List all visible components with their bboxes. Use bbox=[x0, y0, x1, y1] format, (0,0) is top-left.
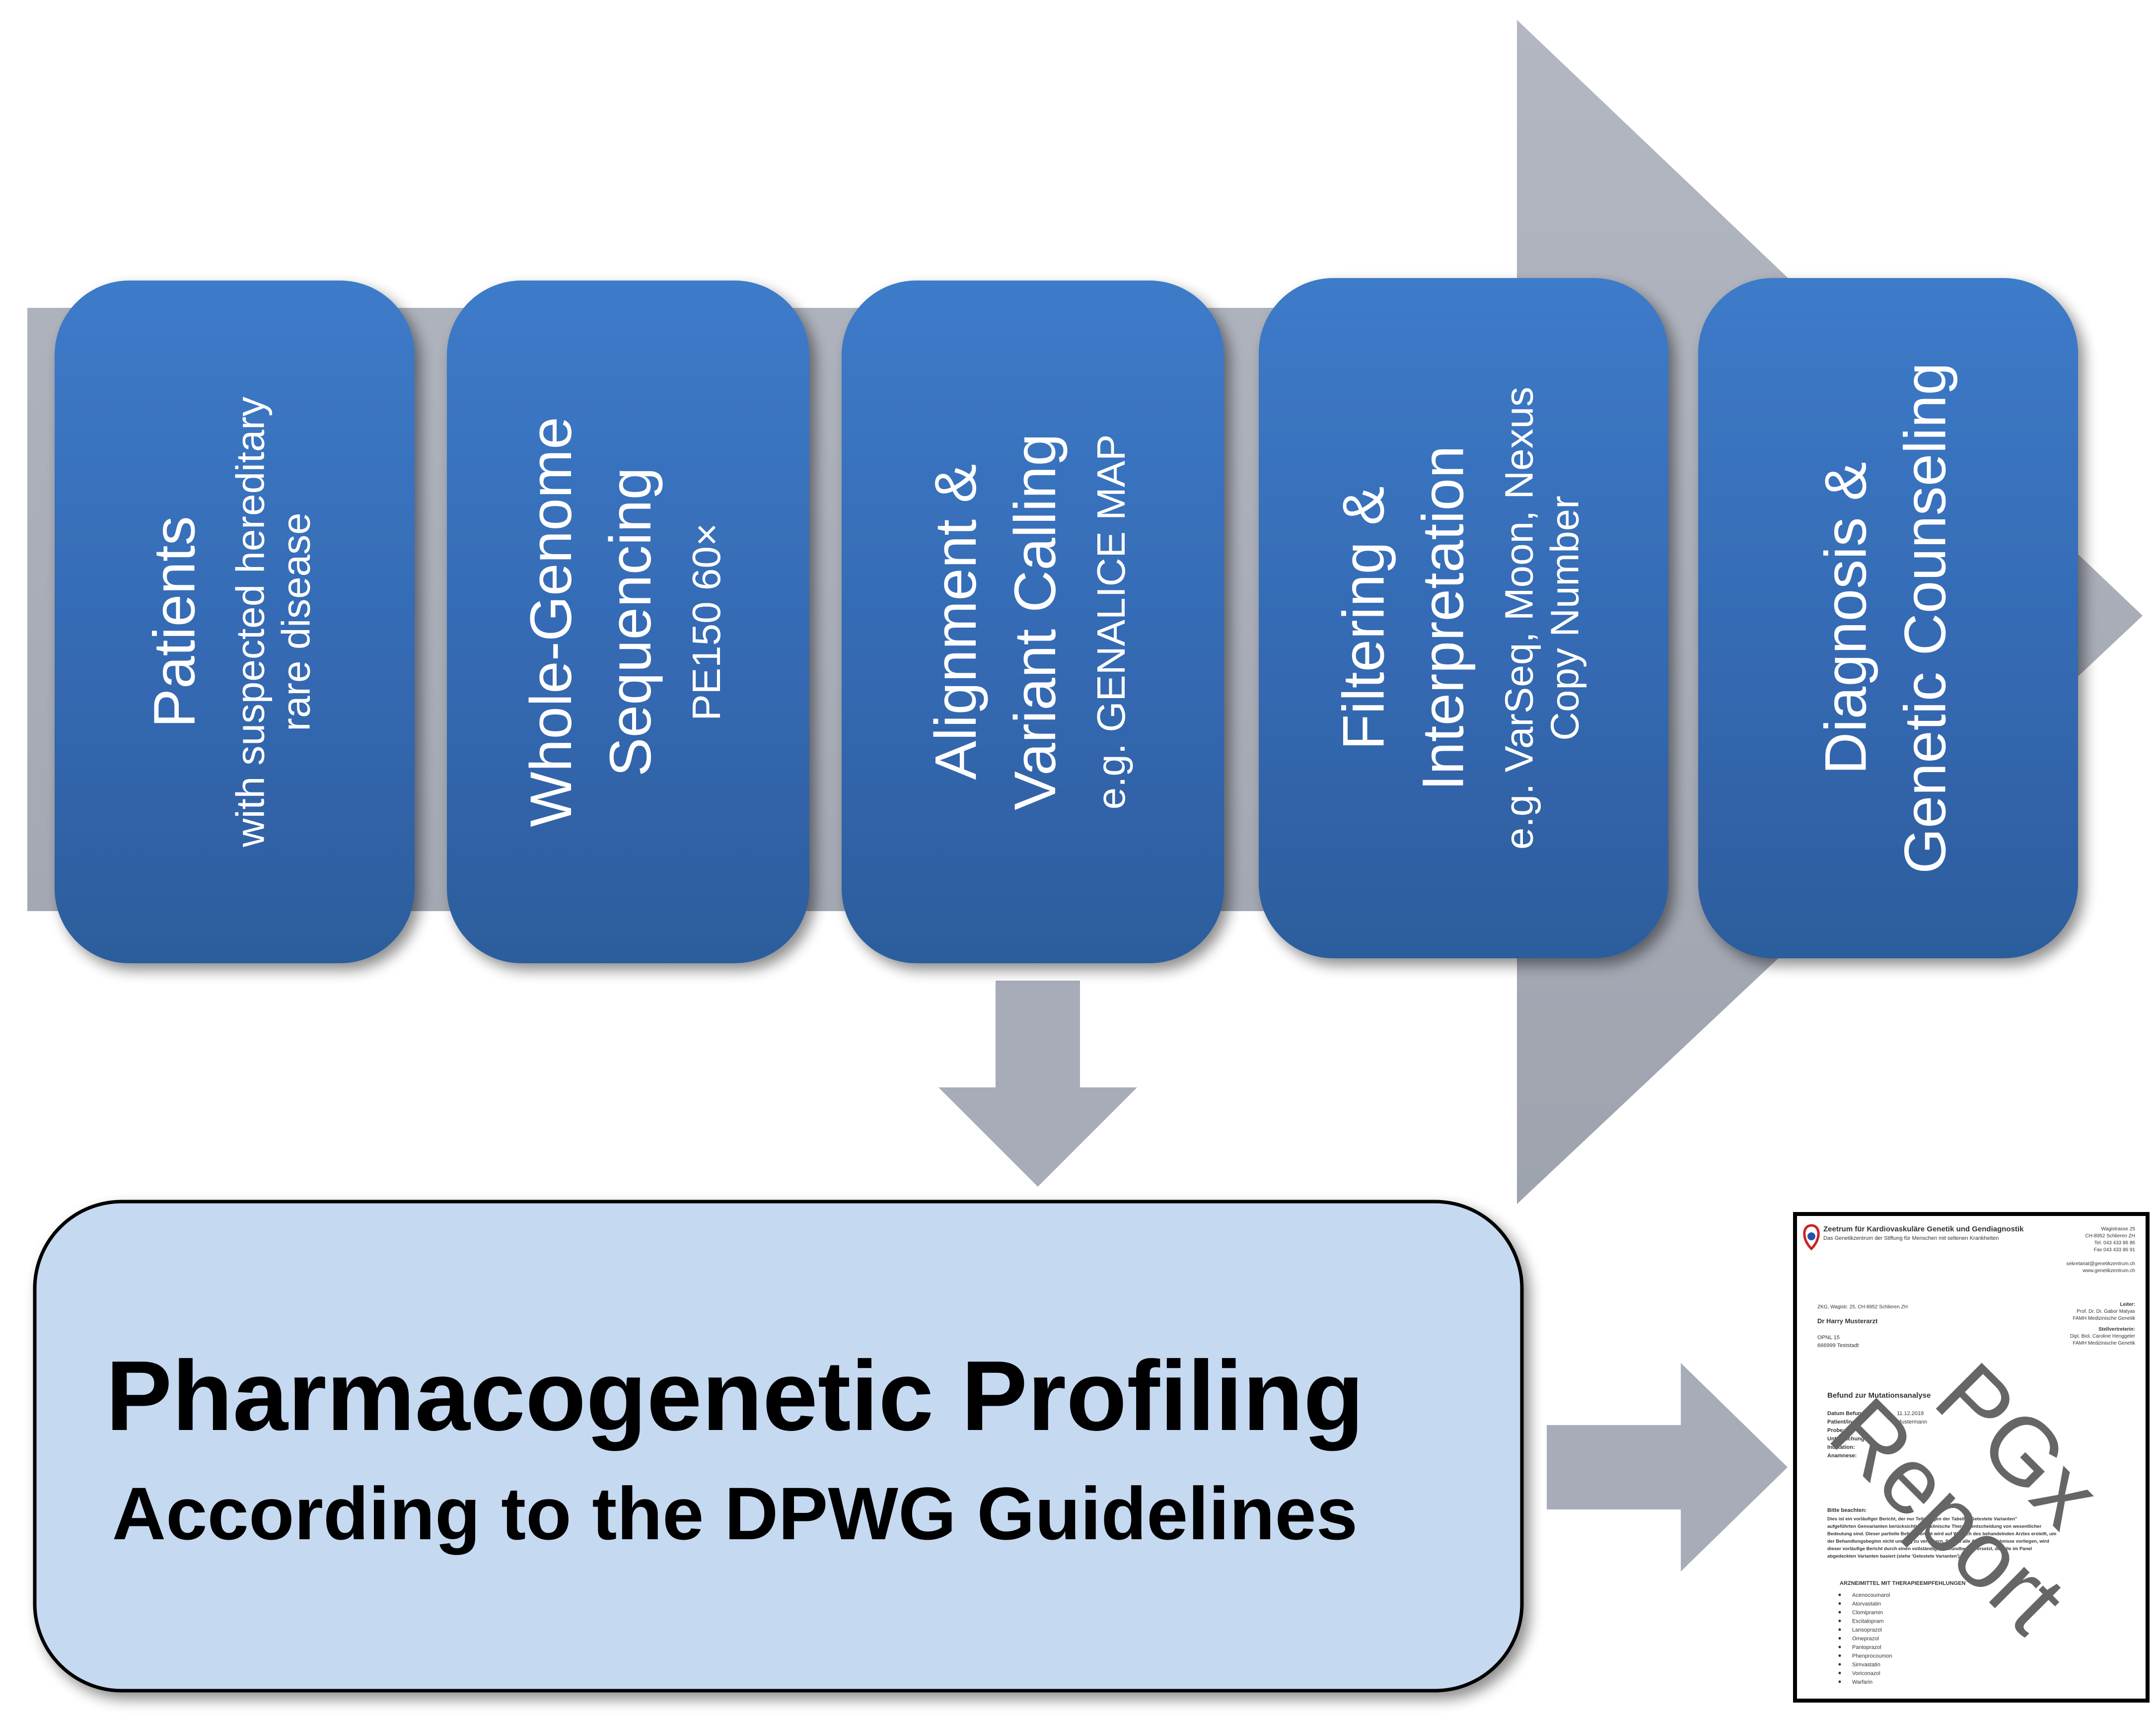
report-bullet bbox=[1838, 1602, 1841, 1605]
report-note-line: abgedeckten Varianten basiert (siehe 'Ge… bbox=[1827, 1554, 1961, 1559]
report-bullet bbox=[1838, 1680, 1841, 1683]
report-staff-line: Stellvertreterin: bbox=[2098, 1327, 2135, 1332]
report-bullet bbox=[1838, 1672, 1841, 1674]
pgx-subtitle: According to the DPWG Guidelines bbox=[112, 1472, 1358, 1555]
report-address-line: Wagistrasse 25 bbox=[2101, 1226, 2135, 1232]
report-staff-line: FAMH Medizinische Genetik bbox=[2073, 1341, 2136, 1346]
pgx-report-thumbnail: Zeetrum für Kardiovaskuläre Genetik und … bbox=[1793, 1212, 2150, 1703]
report-drug-item: Acenocoumarol bbox=[1852, 1592, 1890, 1598]
pgx-title: Pharmacogenetic Profiling bbox=[106, 1341, 1364, 1451]
step-title: Whole-Genome bbox=[518, 417, 584, 827]
report-address-line: www.genetikzentrum.ch bbox=[2082, 1268, 2135, 1274]
report-org-sub: Das Genetikzentrum der Stiftung für Mens… bbox=[1823, 1235, 1999, 1241]
step-title: Diagnosis & bbox=[1813, 462, 1879, 775]
pgx-profiling-box bbox=[33, 1200, 1524, 1693]
report-field-label: Probe: bbox=[1827, 1428, 1845, 1433]
report-field-value: 11.12.2018 bbox=[1897, 1411, 1924, 1417]
step-label-group: Diagnosis &Genetic Counseling bbox=[1813, 362, 1958, 874]
report-field-label: Indikation: bbox=[1827, 1444, 1855, 1450]
report-bullet bbox=[1838, 1663, 1841, 1666]
report-field-label: Untersuchung: bbox=[1827, 1436, 1866, 1442]
step-detail: e.g. VarSeq, Moon, Nexus bbox=[1497, 387, 1541, 850]
step-title: Interpretation bbox=[1411, 445, 1476, 790]
report-drugs-title: ARZNEIMITTEL MIT THERAPIEEMPFEHLUNGEN bbox=[1840, 1580, 1965, 1586]
step-box-shape bbox=[55, 281, 415, 963]
report-staff-line: FAMH Medizinische Genetik bbox=[2073, 1316, 2136, 1321]
report-field-label: Anamnese: bbox=[1827, 1453, 1857, 1459]
report-staff-line: Prof. Dr. Dr. Gabor Matyas bbox=[2077, 1309, 2135, 1314]
down-arrow bbox=[938, 981, 1137, 1187]
report-address-line: CH-8952 Schlieren ZH bbox=[2085, 1233, 2135, 1239]
report-drug-item: Warfarin bbox=[1852, 1679, 1872, 1685]
report-address-line: Tel. 043 433 86 86 bbox=[2094, 1240, 2136, 1246]
step-box-shape bbox=[1259, 278, 1668, 958]
report-sender-line: ZKG, Wagistr. 25, CH-8952 Schlieren ZH bbox=[1817, 1304, 1908, 1310]
report-drug-item: Omeprazol bbox=[1852, 1636, 1879, 1642]
report-field-label: Patient/in: bbox=[1827, 1419, 1854, 1425]
step-box-shape bbox=[447, 281, 809, 963]
step-title: Sequencing bbox=[598, 467, 663, 777]
report-drug-item: Lansoprazol bbox=[1852, 1627, 1882, 1633]
report-note-line: Bedeutung sind. Dieser partielle Befundb… bbox=[1827, 1531, 2056, 1537]
report-address-line: sekretariat@genetikzentrum.ch bbox=[2066, 1261, 2135, 1267]
report-bullet bbox=[1838, 1637, 1841, 1640]
report-recipient-line: 666999 Teststadt bbox=[1817, 1343, 1859, 1349]
report-note-line: dieser vorläufige Bericht durch einen vo… bbox=[1827, 1546, 2032, 1552]
step-box-shape bbox=[1698, 278, 2078, 958]
report-drug-item: Escitalopram bbox=[1852, 1619, 1884, 1625]
step-box-5: Diagnosis &Genetic Counseling bbox=[1698, 278, 2078, 958]
report-recipient-line: OPNL 15 bbox=[1817, 1335, 1840, 1341]
report-recipient-line: Dr Harry Musterarzt bbox=[1817, 1317, 1878, 1325]
report-bullet bbox=[1838, 1628, 1841, 1631]
step-detail: with suspected hereditary bbox=[228, 397, 273, 848]
step-box-3: Alignment &Variant Calling e.g. GENALICE … bbox=[842, 281, 1224, 963]
step-title: Patients bbox=[142, 516, 208, 727]
step-title: Filtering & bbox=[1331, 486, 1397, 750]
step-box-4: Filtering &Interpretation e.g. VarSeq, Mo… bbox=[1259, 278, 1668, 958]
report-bullet bbox=[1838, 1593, 1841, 1596]
step-box-shape bbox=[842, 281, 1224, 963]
report-logo-icon bbox=[1803, 1224, 1820, 1251]
report-drug-item: Simvastatin bbox=[1852, 1662, 1880, 1668]
step-detail: e.g. GENALICE MAP bbox=[1089, 434, 1133, 810]
report-staff-line: Dipl. Biol. Caroline Henggeler bbox=[2070, 1334, 2136, 1339]
report-drug-item: Clomipramin bbox=[1852, 1610, 1883, 1616]
step-label-group: Alignment &Variant Calling e.g. GENALICE … bbox=[923, 433, 1133, 810]
report-drug-item: Atorvastatin bbox=[1852, 1601, 1881, 1607]
report-bullet bbox=[1838, 1611, 1841, 1614]
step-title: Genetic Counseling bbox=[1893, 362, 1958, 874]
report-field-value: Mustermann bbox=[1897, 1419, 1927, 1425]
report-staff-line: Leiter: bbox=[2120, 1302, 2135, 1307]
step-label-group: Filtering &Interpretation e.g. VarSeq, Mo… bbox=[1331, 387, 1587, 850]
report-bullet bbox=[1838, 1645, 1841, 1648]
report-note-title: Bitte beachten: bbox=[1827, 1507, 1867, 1513]
report-drug-item: Voriconazol bbox=[1852, 1671, 1880, 1677]
report-heading: Befund zur Mutationsanalyse bbox=[1827, 1391, 1931, 1400]
step-title: Variant Calling bbox=[1003, 433, 1068, 810]
report-drug-item: Pantoprazol bbox=[1852, 1644, 1881, 1650]
report-org-name: Zeetrum für Kardiovaskuläre Genetik und … bbox=[1823, 1225, 2024, 1233]
report-note-line: der Behandlungsbeginn nicht unnötig zu v… bbox=[1827, 1539, 2049, 1544]
report-drug-item: Phenprocoumon bbox=[1852, 1653, 1892, 1659]
report-field-label: Datum Befund: bbox=[1827, 1411, 1867, 1417]
report-bullet bbox=[1838, 1620, 1841, 1622]
report-address-line: Fax 043 433 86 91 bbox=[2094, 1247, 2136, 1253]
step-detail: PE150 60× bbox=[684, 523, 728, 720]
report-note-line: aufgeführten Genvarianten berücksichtigt… bbox=[1827, 1524, 2042, 1529]
step-detail: rare disease bbox=[274, 512, 318, 731]
step-title: Alignment & bbox=[923, 464, 989, 780]
report-note-line: Dies ist ein vorläufiger Bericht, der nu… bbox=[1827, 1516, 2017, 1522]
step-detail: Copy Number bbox=[1543, 496, 1587, 741]
report-bullet bbox=[1838, 1654, 1841, 1657]
right-arrow bbox=[1547, 1363, 1788, 1571]
